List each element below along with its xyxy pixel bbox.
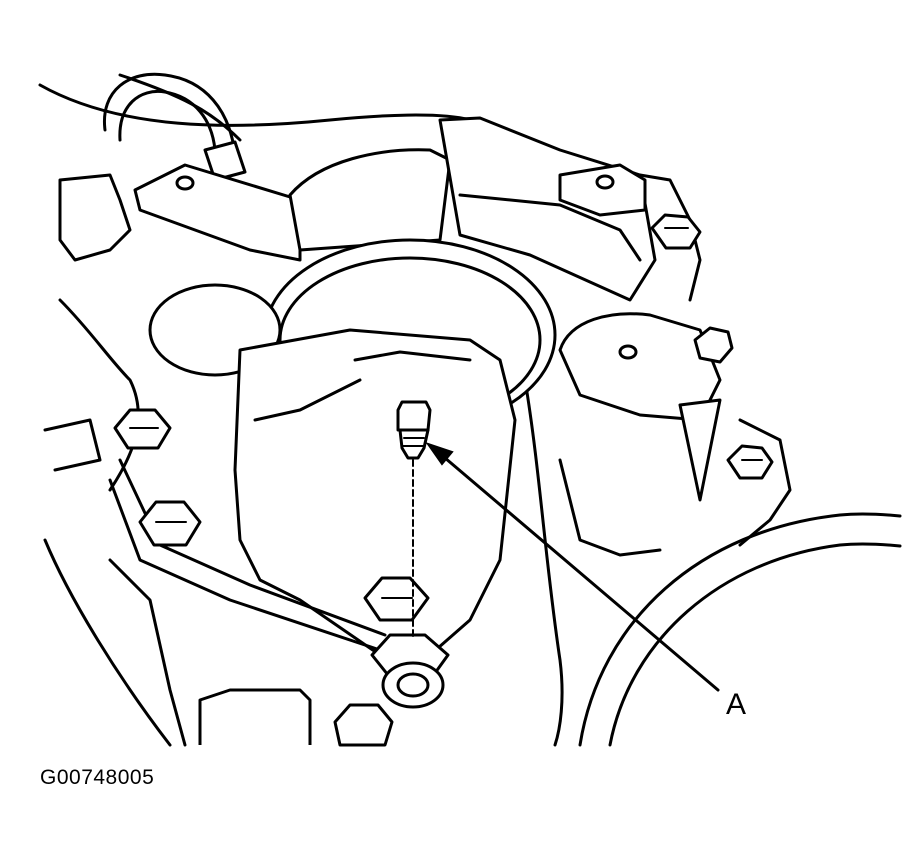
center-cover: [288, 116, 657, 302]
vent-plug: [396, 400, 432, 460]
upper-bracket: [133, 163, 302, 262]
callout-label-a: A: [726, 688, 747, 721]
right-lever: [558, 312, 722, 502]
block-bottom-left: [198, 688, 312, 745]
bolt-left-upper: [113, 408, 172, 450]
bolt-bottom-flanged: [370, 633, 450, 709]
figure-code: G00748005: [40, 766, 155, 789]
callout-leader-arrow: [425, 442, 720, 692]
wire-clip: [102, 72, 247, 182]
bolt-top-right: [650, 213, 702, 250]
bolt-left-lower: [138, 500, 202, 547]
bolt-far-right: [726, 444, 774, 480]
bolt-right-middle: [693, 326, 734, 364]
ring-gear-outline: [578, 512, 902, 747]
bolt-bottom-partial: [333, 703, 394, 747]
lever-plate: [233, 328, 517, 657]
lower-flange: [108, 458, 387, 652]
housing-casting: [38, 73, 792, 747]
